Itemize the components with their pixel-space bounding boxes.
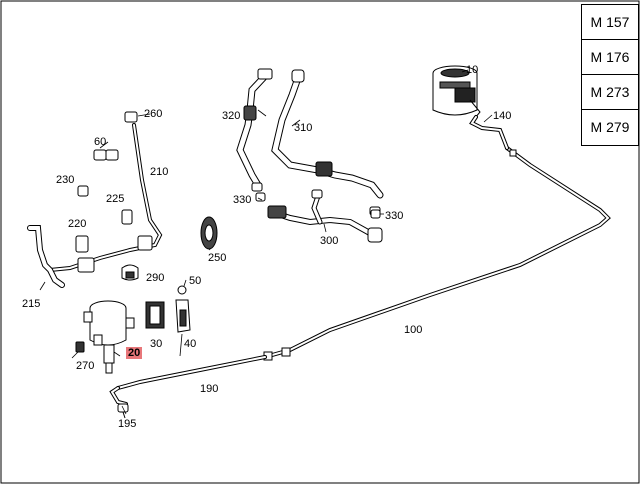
label-part-230[interactable]: 230	[56, 174, 75, 186]
engine-model-m176[interactable]: M 176	[582, 40, 638, 75]
part-195-clip	[117, 403, 129, 419]
part-30-block	[145, 301, 165, 329]
part-290-bracket	[121, 264, 139, 281]
label-part-30[interactable]: 30	[150, 338, 163, 350]
part-210-fittings	[77, 235, 153, 273]
part-40-bracket	[175, 299, 191, 333]
engine-model-m157[interactable]: M 157	[582, 5, 638, 40]
part-60-clip	[93, 149, 119, 161]
label-part-50[interactable]: 50	[189, 275, 202, 287]
part-100-clips	[263, 149, 517, 361]
part-250-seal	[200, 216, 218, 250]
label-part-250[interactable]: 250	[208, 252, 227, 264]
label-part-300[interactable]: 300	[320, 235, 339, 247]
part-260-clip	[124, 111, 138, 123]
label-part-330-left[interactable]: 330	[233, 194, 252, 206]
engine-model-m279[interactable]: M 279	[590, 119, 630, 135]
part-10-canister	[432, 65, 481, 119]
label-part-190[interactable]: 190	[200, 383, 219, 395]
label-part-10[interactable]: 10	[466, 64, 479, 76]
part-225	[121, 209, 133, 225]
label-part-225[interactable]: 225	[106, 193, 125, 205]
part-320-fittings	[243, 68, 273, 192]
part-300-hose	[269, 193, 381, 241]
label-part-260[interactable]: 260	[144, 108, 163, 120]
label-part-60[interactable]: 60	[94, 136, 107, 148]
label-part-215[interactable]: 215	[22, 298, 41, 310]
part-215-hose	[27, 225, 65, 288]
part-140-line	[469, 115, 509, 150]
label-part-140[interactable]: 140	[493, 110, 512, 122]
part-50-clip	[177, 285, 187, 295]
label-part-20-highlighted[interactable]: 20	[126, 347, 143, 359]
part-300-fittings	[267, 189, 383, 243]
part-230	[77, 185, 89, 197]
part-220	[75, 235, 89, 253]
label-part-40[interactable]: 40	[184, 338, 197, 350]
label-part-270[interactable]: 270	[76, 360, 95, 372]
part-330-clips	[255, 192, 381, 219]
leader-lines	[39, 69, 493, 415]
label-part-195[interactable]: 195	[118, 418, 137, 430]
label-part-290[interactable]: 290	[146, 272, 165, 284]
part-310-hose	[271, 74, 384, 199]
part-190-line	[109, 355, 267, 406]
label-part-320[interactable]: 320	[222, 110, 241, 122]
label-part-220[interactable]: 220	[68, 218, 87, 230]
engine-model-m273[interactable]: M 273	[582, 75, 638, 110]
label-part-210[interactable]: 210	[150, 166, 169, 178]
engine-model-list: M 157 M 176 M 273 M 279	[581, 4, 639, 146]
part-310-fittings	[291, 69, 381, 216]
part-20-valve	[83, 300, 135, 374]
part-270-clip	[75, 341, 85, 353]
label-part-100[interactable]: 100	[404, 324, 423, 336]
label-part-330-right[interactable]: 330	[385, 210, 404, 222]
label-part-310[interactable]: 310	[294, 122, 313, 134]
part-320-hose	[236, 71, 270, 189]
part-100-line	[263, 146, 611, 359]
